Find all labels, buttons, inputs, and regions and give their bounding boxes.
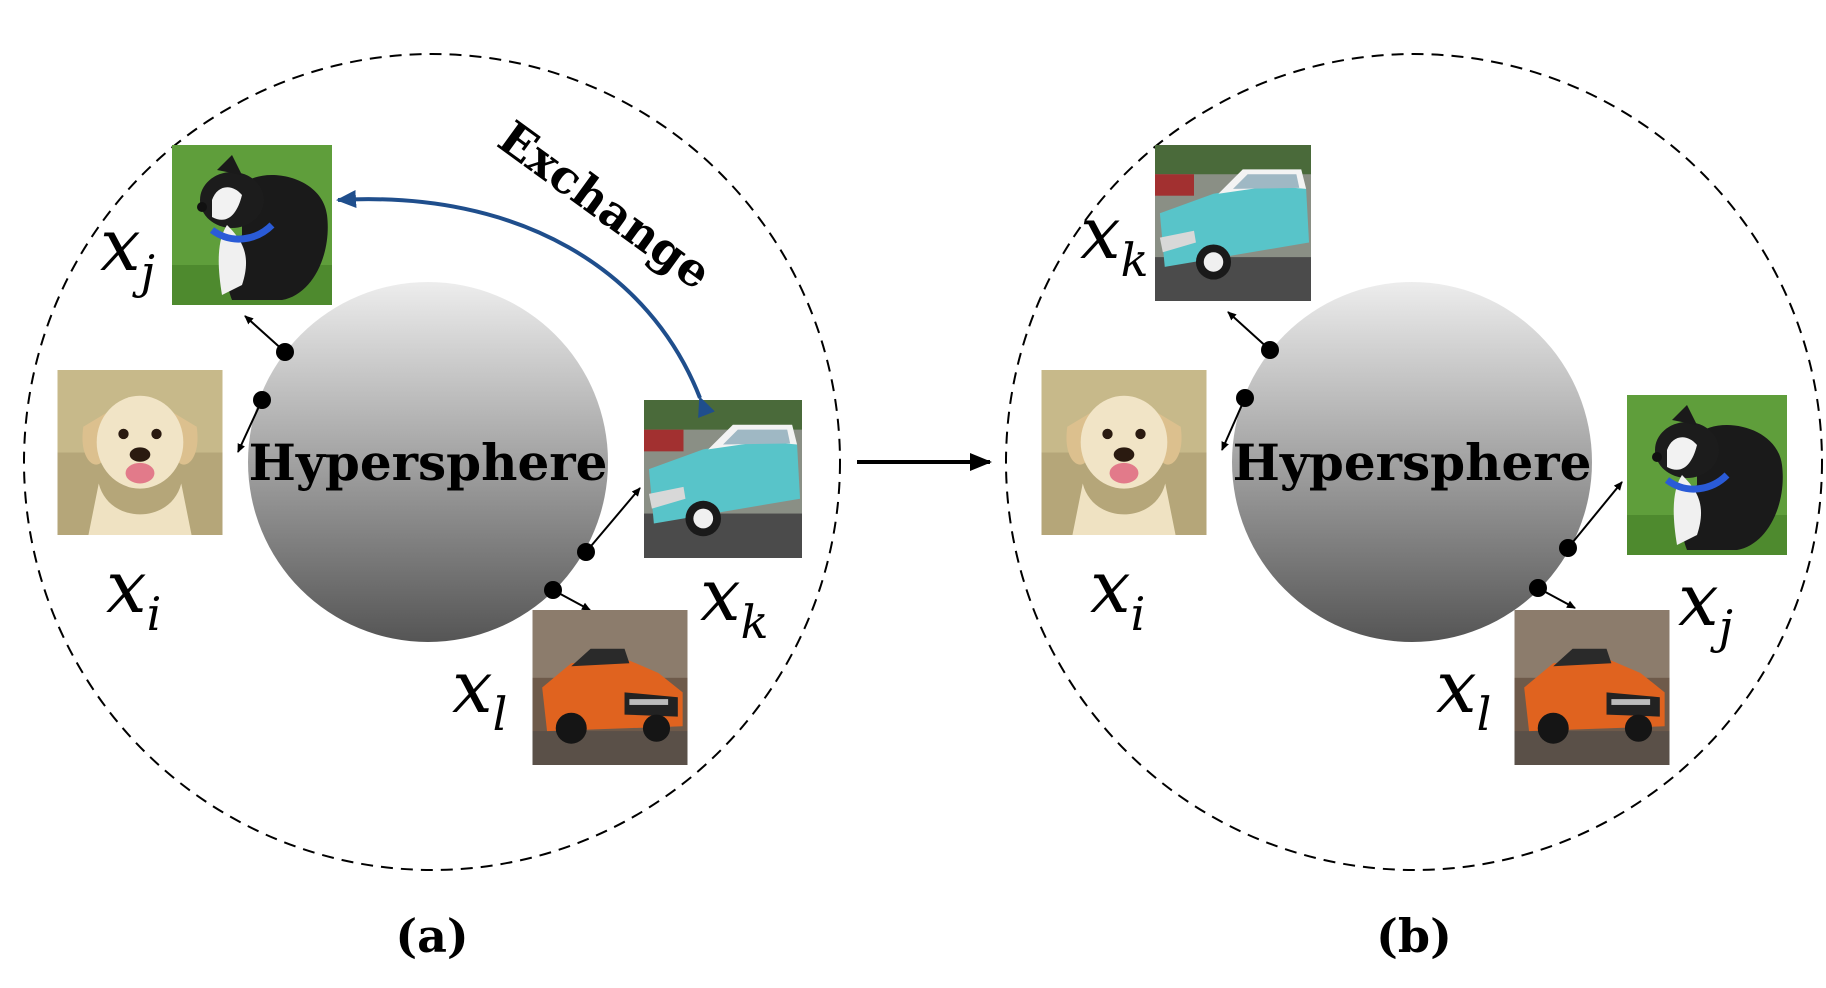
panel-a-anchor-k — [577, 543, 595, 561]
panel-a-image-k — [644, 400, 802, 558]
panel-a-exchange-arrow — [336, 190, 715, 419]
panel-a-label-l: xl — [452, 645, 507, 741]
panel-a: Hypersphere xj xi xk xl Exchange (a) — [23, 53, 841, 963]
panel-a-label-i: xi — [106, 545, 161, 641]
panel-b: Hypersphere xk xi xj xl (b) — [1005, 53, 1823, 963]
panel-b-link-j — [1567, 481, 1623, 549]
panel-b-label-i: xi — [1090, 545, 1145, 641]
panel-b-label-l: xl — [1436, 645, 1491, 741]
panel-b-label-j: xj — [1678, 558, 1733, 654]
panel-a-image-j — [172, 145, 332, 305]
panel-a-link-k — [585, 487, 641, 553]
panel-b-image-i — [1041, 370, 1207, 535]
panel-b-anchor-k — [1261, 341, 1279, 359]
panel-a-image-l — [532, 610, 688, 765]
panel-a-image-i — [57, 370, 223, 535]
panel-b-link-k — [1227, 311, 1271, 351]
panel-a-outer-ring — [23, 53, 841, 871]
panel-b-image-l — [1514, 610, 1670, 765]
panel-b-hypersphere-label: Hypersphere — [1233, 433, 1592, 492]
panel-b-outer-ring — [1005, 53, 1823, 871]
panel-b-label-k: xk — [1080, 191, 1148, 287]
panel-b-anchor-j — [1559, 539, 1577, 557]
panel-a-hypersphere-label: Hypersphere — [249, 433, 608, 492]
panel-b-hypersphere — [1232, 282, 1592, 642]
panel-a-label-j: xj — [100, 203, 155, 299]
panel-b-image-j — [1627, 395, 1787, 555]
panel-b-anchor-i — [1236, 389, 1254, 407]
panel-a-label-k: xk — [700, 553, 768, 649]
panel-b-image-k — [1155, 145, 1311, 301]
panel-b-caption: (b) — [1376, 909, 1452, 963]
panel-b-link-i — [1221, 397, 1246, 451]
panel-b-anchor-l — [1529, 579, 1547, 597]
panel-a-caption: (a) — [395, 909, 468, 963]
panel-a-anchor-i — [253, 391, 271, 409]
panel-a-link-i — [237, 399, 263, 453]
panel-a-anchor-l — [544, 581, 562, 599]
panel-a-anchor-j — [276, 343, 294, 361]
